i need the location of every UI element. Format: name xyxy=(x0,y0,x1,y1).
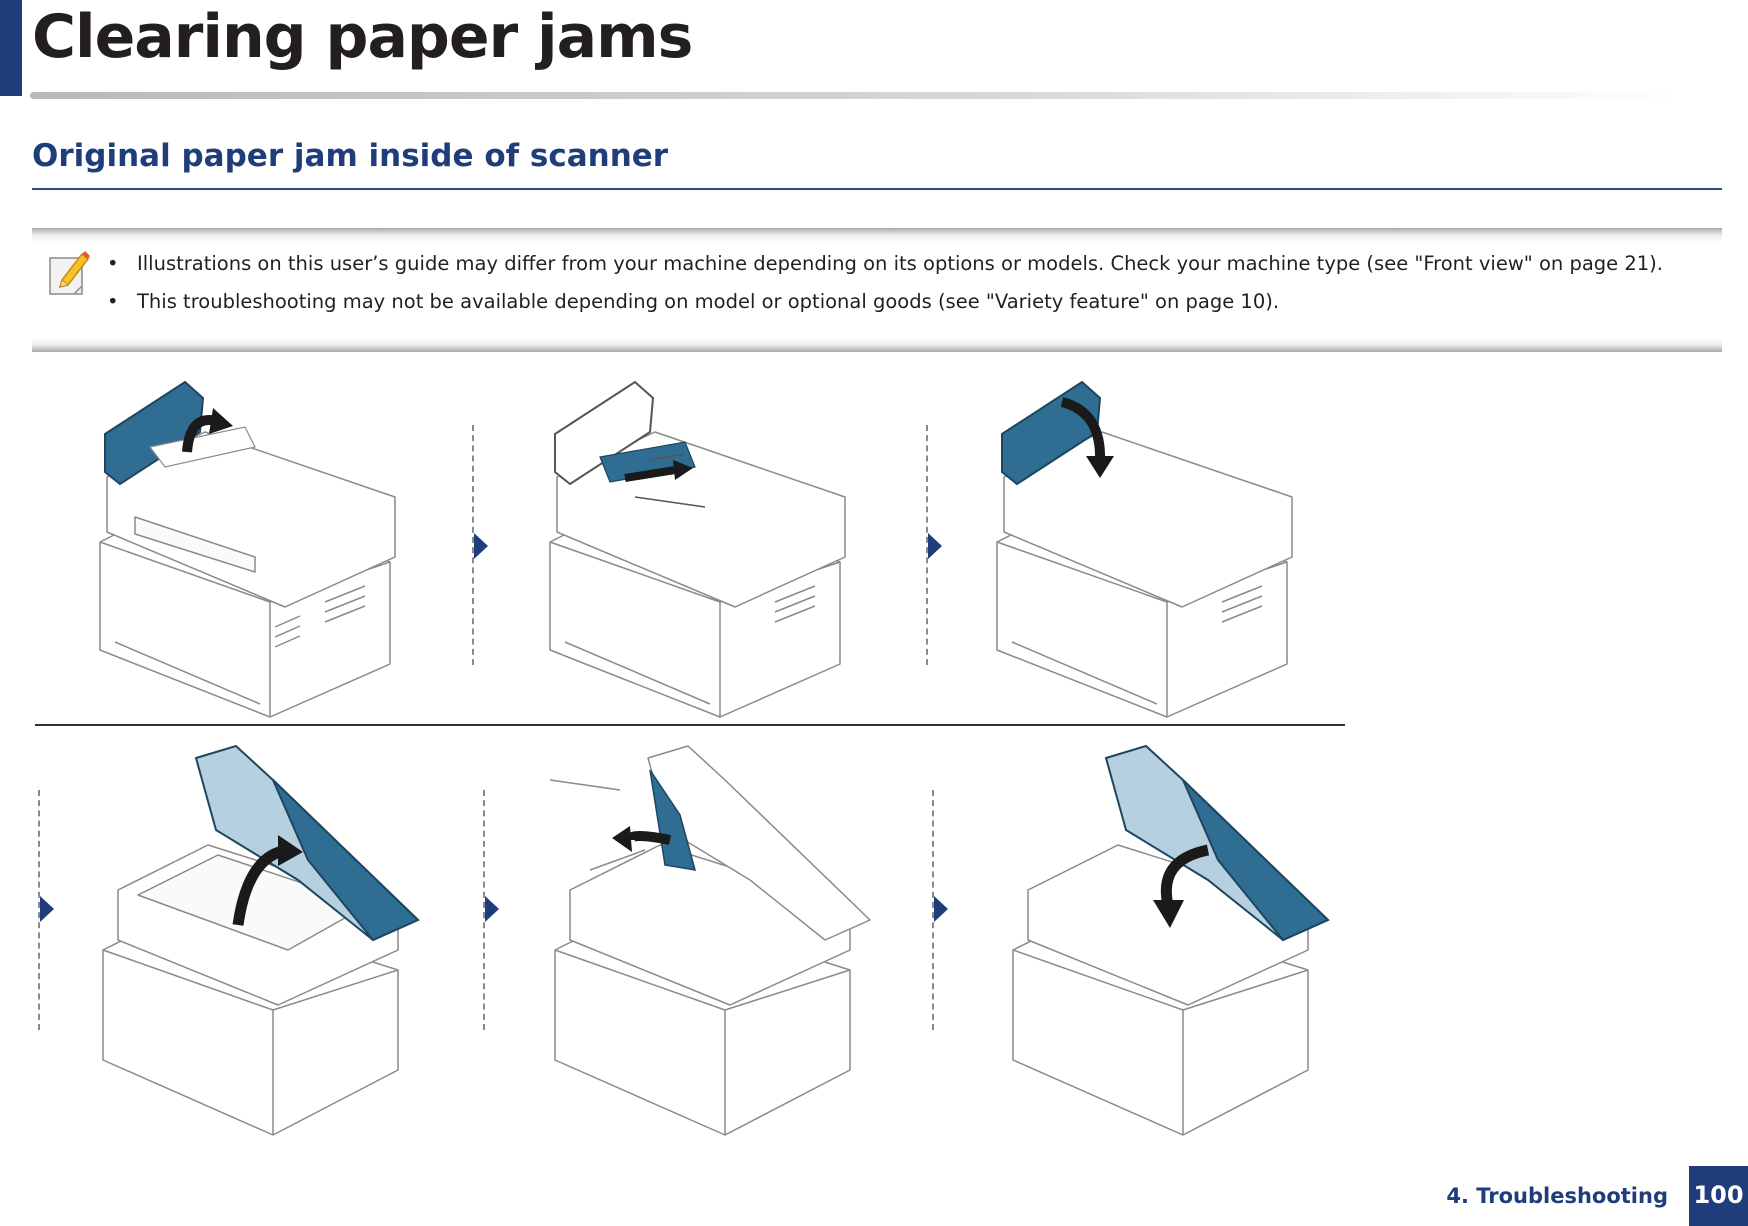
step-separator xyxy=(472,425,474,665)
arrow-right-icon xyxy=(474,533,488,559)
section-rule xyxy=(32,188,1722,190)
page-title: Clearing paper jams xyxy=(32,2,693,72)
note-item: • This troubleshooting may not be availab… xyxy=(107,290,1663,313)
arrow-right-icon xyxy=(934,896,948,922)
note-top-border xyxy=(32,228,1722,242)
note-item-text: Illustrations on this user’s guide may d… xyxy=(137,252,1663,275)
step-2-illustration xyxy=(549,380,846,718)
pencil-note-icon xyxy=(49,251,90,295)
step-6-illustration xyxy=(1012,744,1330,1136)
step-separator xyxy=(926,425,928,665)
step-1-illustration xyxy=(99,380,396,718)
note-bottom-border xyxy=(32,338,1722,352)
bullet: • xyxy=(107,290,119,313)
note-item-text: This troubleshooting may not be availabl… xyxy=(137,290,1280,313)
step-separator xyxy=(38,790,40,1030)
title-underline xyxy=(30,92,1680,99)
arrow-right-icon xyxy=(40,896,54,922)
note-item: • Illustrations on this user’s guide may … xyxy=(107,252,1663,275)
page-number: 100 xyxy=(1689,1166,1748,1226)
step-5-illustration xyxy=(550,745,871,1136)
footer-section-label: 4. Troubleshooting xyxy=(1446,1184,1668,1208)
arrow-right-icon xyxy=(928,533,942,559)
section-title: Original paper jam inside of scanner xyxy=(32,138,669,174)
step-4-illustration xyxy=(102,744,420,1136)
title-accent-bar xyxy=(0,0,22,96)
note-list: • Illustrations on this user’s guide may … xyxy=(107,252,1663,328)
bullet: • xyxy=(107,252,119,275)
step-3-illustration xyxy=(996,380,1293,718)
arrow-right-icon xyxy=(485,896,499,922)
row-divider xyxy=(35,724,1345,726)
step-separator xyxy=(483,790,485,1030)
note-box: • Illustrations on this user’s guide may … xyxy=(32,228,1722,352)
step-separator xyxy=(932,790,934,1030)
